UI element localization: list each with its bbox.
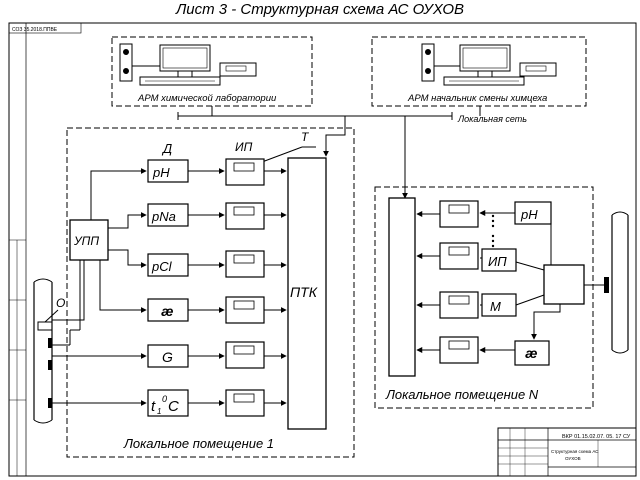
svg-text:pNa: pNa [151,209,176,224]
svg-text:pH: pH [520,207,538,222]
upp-block [69,219,109,261]
svg-text:М: М [490,299,501,314]
arm-lab-label: АРМ химической лаборатории [137,93,277,104]
ptk-block [287,157,327,430]
svg-text:æ: æ [161,303,173,319]
arm-shift-box [371,36,587,107]
sensor-row-temperature: t 1 0 C [147,389,287,418]
roomN-m: М [480,293,517,317]
margin-code-box [8,22,82,34]
sensor-row-ph: pH [147,158,287,186]
upp-label: УПП [73,234,99,248]
roomN-conductivity: æ [479,340,550,366]
label-ip: ИП [235,140,253,154]
pipeline-right [611,211,629,354]
sensor-row-pna: pNa [147,202,287,230]
ptk-label: ПТК [290,284,318,300]
roomN-ellipsis [491,214,495,248]
svg-text:ИП: ИП [488,254,507,269]
margin-code: СОЗ 35.2018.ППВЕ [12,27,58,33]
local-network-label: Локальная сеть [457,114,527,124]
page-title: Лист 3 - Структурная схема АС ОУХОВ [175,1,465,18]
roomN-sampler-block [543,264,585,305]
roomN-ip: ИП [480,248,517,272]
svg-text:æ: æ [525,345,537,361]
sensor-row-flow: G [147,341,287,369]
label-o: О [56,296,65,310]
sensor-row-conductivity: æ [147,296,287,324]
svg-text:t 1 0 C: t 1 0 C [151,389,179,418]
roomN-box [374,186,594,409]
svg-text:pCl: pCl [151,259,173,274]
upp-connections [52,168,147,406]
sensor-row-pcl: pCl [147,250,287,278]
stamp-doc-code: ВКР 01.15.02.07. 05. 17 СУ [562,434,631,440]
roomN-ph: pH [479,201,552,225]
roomN-caption: Локальное помещение N [385,387,539,402]
roomN-indicators [416,200,479,364]
title-block-stamp [497,427,637,477]
roomN-sampler-links [515,224,609,340]
stamp-title-line2: ОУХОВ [565,456,581,461]
room1-box [66,127,355,458]
arm-shift-label: АРМ начальник смены химцеха [407,93,547,104]
lab-workstation-icon [119,43,257,86]
roomN-ptk-block [388,197,416,377]
room1-caption: Локальное помещение 1 [123,436,274,451]
svg-text:G: G [162,349,173,365]
pipeline-left [33,278,59,424]
svg-text:pH: pH [152,165,170,180]
shift-workstation-icon [421,43,557,86]
drawing-frame [8,22,637,477]
label-t: Т [301,130,310,144]
local-network-bus [177,106,481,125]
label-d: Д [161,141,172,156]
stamp-title-line1: Структурная схема АС [551,449,599,454]
